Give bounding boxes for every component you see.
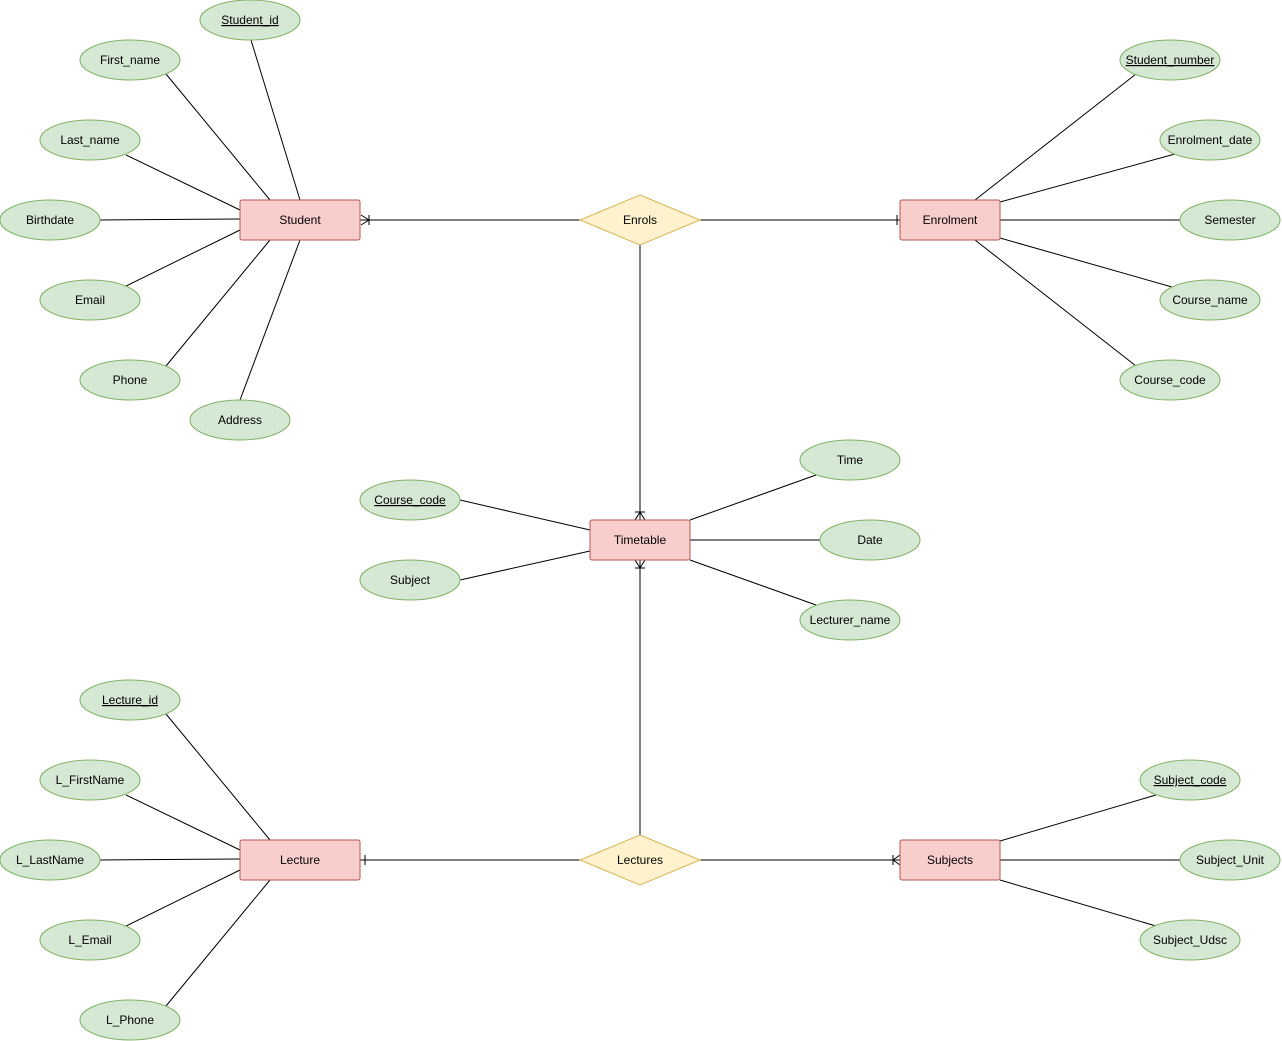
attribute-student-id-label: Student_id — [221, 13, 278, 27]
connector-timetable-course-code — [459, 499, 591, 531]
attribute-course-name-label: Course_name — [1172, 293, 1248, 307]
connector-lecture-lecture-id — [165, 713, 271, 841]
connector-enrolment-student-number — [974, 73, 1137, 201]
connector-enrolment-course-code — [974, 239, 1137, 367]
attribute-student-id[interactable]: Student_id — [199, 0, 301, 41]
attribute-semester[interactable]: Semester — [1179, 199, 1281, 241]
connector-lines — [99, 39, 1180, 1007]
attribute-lecture-id[interactable]: Lecture_id — [79, 679, 181, 721]
entity-timetable[interactable]: Timetable — [589, 519, 691, 561]
connector-timetable-subject — [459, 550, 591, 581]
connector-timetable-lecturer-name — [689, 559, 817, 606]
connector-enrolment-enrolment-date — [999, 153, 1176, 203]
entity-lecture[interactable]: Lecture — [239, 839, 361, 881]
entity-timetable-label: Timetable — [614, 533, 667, 547]
relationship-enrols[interactable]: Enrols — [578, 194, 702, 246]
attribute-subject-udsc[interactable]: Subject_Udsc — [1139, 919, 1241, 961]
attribute-address-label: Address — [218, 413, 262, 427]
attribute-birthdate[interactable]: Birthdate — [0, 199, 101, 241]
attribute-subject-code-label: Subject_code — [1154, 773, 1227, 787]
attribute-timetable-subject[interactable]: Subject — [359, 559, 461, 601]
attribute-birthdate-label: Birthdate — [26, 213, 74, 227]
attribute-enrolment-date[interactable]: Enrolment_date — [1159, 119, 1261, 161]
attribute-semester-label: Semester — [1204, 213, 1255, 227]
relationship-lectures[interactable]: Lectures — [578, 834, 702, 886]
attribute-timetable-date[interactable]: Date — [819, 519, 921, 561]
attribute-timetable-time-label: Time — [837, 453, 864, 467]
connector-student-student-id — [250, 39, 301, 201]
attribute-lecture-id-label: Lecture_id — [102, 693, 158, 707]
attribute-phone-label: Phone — [113, 373, 148, 387]
attribute-last-name-label: Last_name — [60, 133, 120, 147]
attribute-first-name[interactable]: First_name — [79, 39, 181, 81]
entity-subjects-label: Subjects — [927, 853, 973, 867]
attribute-first-name-label: First_name — [100, 53, 160, 67]
attribute-student-number-label: Student_number — [1126, 53, 1215, 67]
connector-subjects-subject-code — [999, 794, 1157, 842]
attribute-subject-code[interactable]: Subject_code — [1139, 759, 1241, 801]
connector-subjects-subject-udsc — [999, 879, 1157, 927]
connector-enrolment-course-name — [999, 237, 1173, 288]
attribute-subject-unit-label: Subject_Unit — [1196, 853, 1265, 867]
attribute-l-firstname[interactable]: L_FirstName — [39, 759, 141, 801]
crow-foot-timetable-enrols — [634, 511, 646, 521]
attribute-l-phone[interactable]: L_Phone — [79, 999, 181, 1041]
attribute-timetable-lecturer-name[interactable]: Lecturer_name — [799, 599, 901, 641]
relationship-enrols-label: Enrols — [623, 213, 657, 227]
entity-enrolment-label: Enrolment — [923, 213, 978, 227]
attribute-l-email[interactable]: L_Email — [39, 919, 141, 961]
relationship-lectures-label: Lectures — [617, 853, 663, 867]
attribute-timetable-date-label: Date — [857, 533, 883, 547]
connector-timetable-time — [689, 474, 817, 521]
crow-foot-student-enrols — [360, 214, 370, 226]
connector-lecture-l-phone — [165, 879, 271, 1007]
connector-student-phone — [165, 239, 271, 367]
connector-student-address — [239, 239, 301, 401]
crow-foot-timetable-lectures — [634, 559, 646, 569]
attribute-enrolment-course-code[interactable]: Course_code — [1119, 359, 1221, 401]
attribute-timetable-course-code[interactable]: Course_code — [359, 479, 461, 521]
attribute-l-lastname[interactable]: L_LastName — [0, 839, 101, 881]
entity-student-label: Student — [279, 213, 321, 227]
attribute-email[interactable]: Email — [39, 279, 141, 321]
attribute-subject-udsc-label: Subject_Udsc — [1153, 933, 1227, 947]
connector-student-birthdate — [99, 218, 241, 221]
attribute-l-email-label: L_Email — [68, 933, 111, 947]
attribute-course-name[interactable]: Course_name — [1159, 279, 1261, 321]
crow-foot-subjects-lectures — [892, 854, 901, 866]
connector-student-last-name — [125, 154, 241, 211]
attribute-l-phone-label: L_Phone — [106, 1013, 154, 1027]
attribute-phone[interactable]: Phone — [79, 359, 181, 401]
cardinality-markers — [360, 214, 901, 866]
attribute-timetable-subject-label: Subject — [390, 573, 431, 587]
connector-lecture-l-lastname — [99, 858, 241, 861]
attribute-timetable-lecturer-name-label: Lecturer_name — [810, 613, 891, 627]
entity-enrolment[interactable]: Enrolment — [899, 199, 1001, 241]
entity-student[interactable]: Student — [239, 199, 361, 241]
attribute-student-number[interactable]: Student_number — [1119, 39, 1221, 81]
connector-lecture-l-firstname — [125, 794, 241, 851]
attribute-timetable-time[interactable]: Time — [799, 439, 901, 481]
entity-subjects[interactable]: Subjects — [899, 839, 1001, 881]
connector-lecture-l-email — [125, 869, 241, 927]
attribute-last-name[interactable]: Last_name — [39, 119, 141, 161]
attribute-address[interactable]: Address — [189, 399, 291, 441]
connector-student-email — [125, 229, 241, 287]
connector-student-first-name — [165, 73, 271, 201]
attribute-l-lastname-label: L_LastName — [16, 853, 84, 867]
attribute-subject-unit[interactable]: Subject_Unit — [1179, 839, 1281, 881]
attribute-enrolment-date-label: Enrolment_date — [1168, 133, 1253, 147]
attribute-enrolment-course-code-label: Course_code — [1134, 373, 1206, 387]
attribute-timetable-course-code-label: Course_code — [374, 493, 446, 507]
entity-lecture-label: Lecture — [280, 853, 320, 867]
attribute-l-firstname-label: L_FirstName — [56, 773, 125, 787]
attribute-email-label: Email — [75, 293, 105, 307]
